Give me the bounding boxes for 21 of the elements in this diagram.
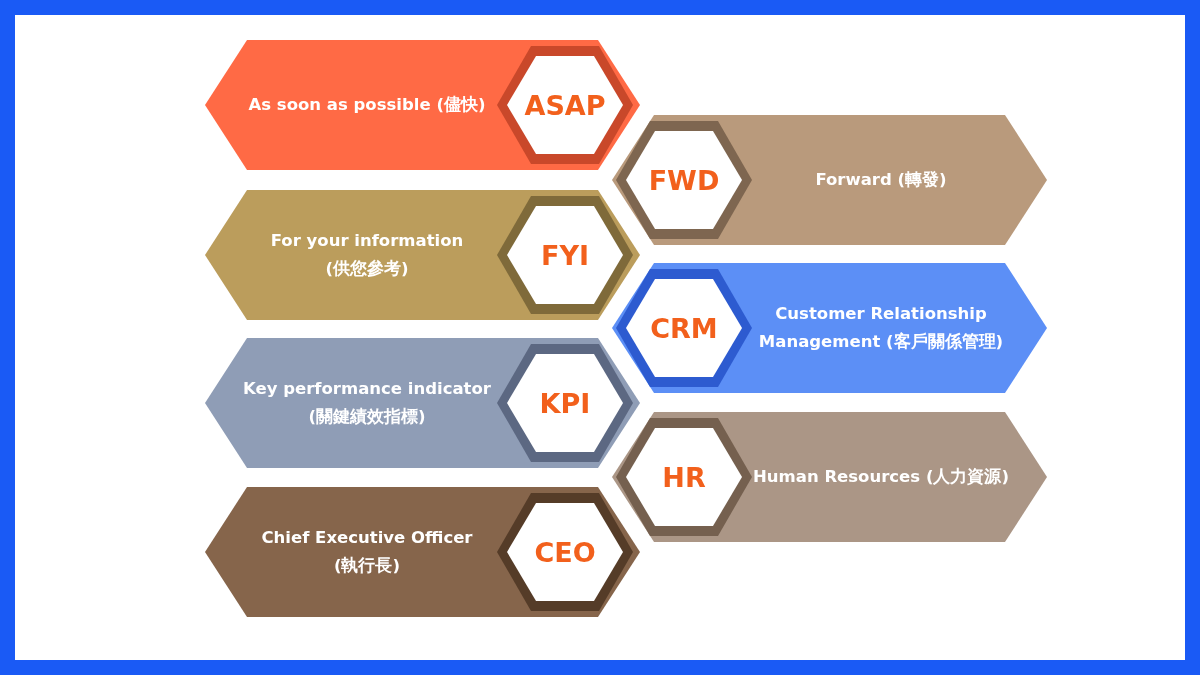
banner-text: For your information (供您參考): [269, 230, 465, 280]
hexagon-label: HR: [616, 418, 752, 536]
hexagon-label: FYI: [497, 196, 633, 314]
hexagon-label: KPI: [497, 344, 633, 462]
banner: [205, 487, 640, 617]
banner: [612, 263, 1047, 393]
banner-text: As soon as possible (儘快): [247, 94, 487, 116]
banner-text: Customer Relationship Management (客戶關係管理): [757, 303, 1005, 353]
hexagon-label: FWD: [616, 121, 752, 239]
banner-text: Chief Executive Officer (執行長): [260, 527, 474, 577]
hexagon-label: CEO: [497, 493, 633, 611]
banner-text: Human Resources (人力資源): [752, 466, 1010, 488]
banner: [612, 412, 1047, 542]
banner: [205, 40, 640, 170]
hexagon-label: ASAP: [497, 46, 633, 164]
banner: [612, 115, 1047, 245]
banner-text: Forward (轉發): [814, 169, 948, 191]
banner: [205, 338, 640, 468]
hexagon-label: CRM: [616, 269, 752, 387]
banner-text: Key performance indicator (關鍵績效指標): [242, 378, 492, 428]
banner: [205, 190, 640, 320]
